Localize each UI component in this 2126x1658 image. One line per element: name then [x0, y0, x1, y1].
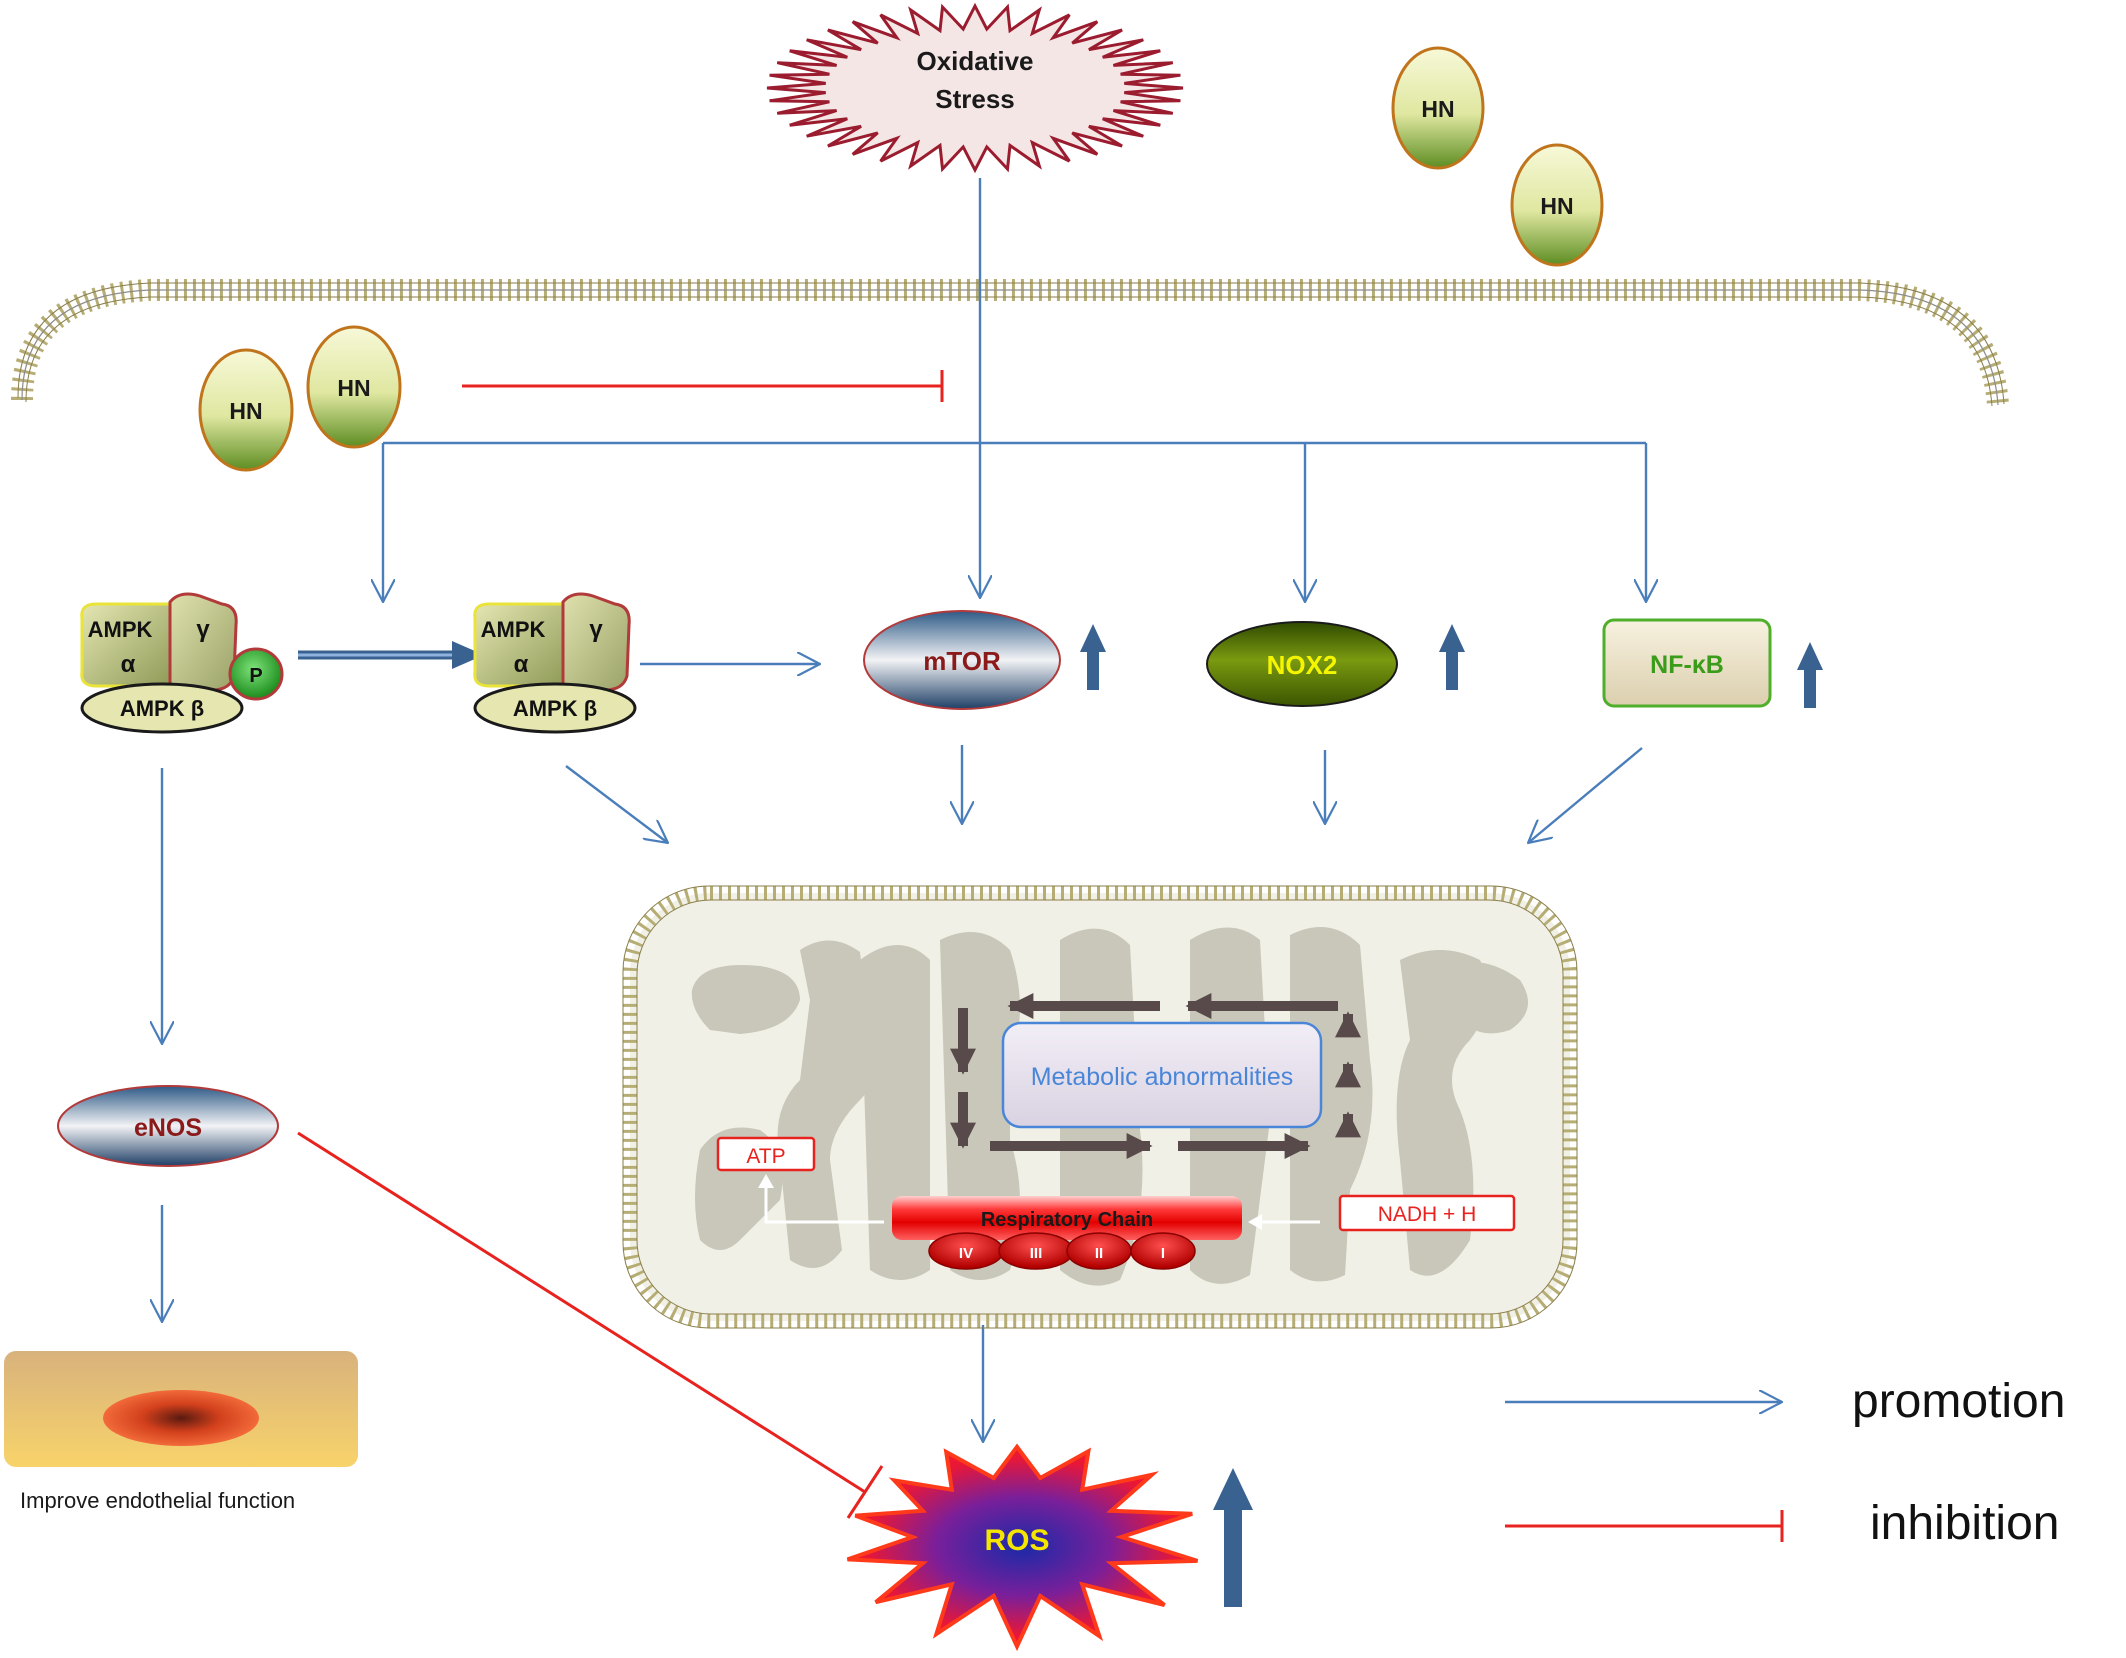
mtor-node: mTOR — [863, 610, 1061, 710]
metabolic-cycle-arrows — [950, 993, 1361, 1159]
up-arrow-mtor — [1080, 624, 1106, 690]
nfkb-node: NF-κB — [1602, 618, 1772, 708]
legend-inhibition-label: inhibition — [1870, 1497, 2059, 1550]
legend-promotion: promotion — [1505, 1375, 2065, 1428]
complex-iii: III — [998, 1232, 1074, 1270]
svg-text:α: α — [514, 651, 529, 678]
svg-text:HN: HN — [1540, 193, 1573, 219]
enos-node: eNOS — [57, 1085, 279, 1167]
metabolic-label: Metabolic abnormalities — [1031, 1063, 1294, 1091]
oxidative-stress-burst: Oxidative Stress — [766, 2, 1184, 174]
up-arrow-nfkb — [1797, 642, 1823, 708]
svg-text:P: P — [249, 665, 262, 687]
endothelial-cell — [4, 1351, 358, 1467]
upregulation-arrows — [1080, 624, 1823, 1607]
nox2-node: NOX2 — [1206, 621, 1398, 707]
atp-box — [716, 1136, 816, 1172]
nadh-box — [1338, 1194, 1516, 1232]
legend: promotion inhibition — [1505, 1375, 2065, 1550]
ros-burst: ROS — [846, 1443, 1199, 1652]
oxidative-stress-label-1: Oxidative — [916, 46, 1033, 76]
hn-inhibition-arrow — [462, 370, 944, 402]
nucleus — [103, 1390, 259, 1446]
arrow-nfkb-to-mito — [1528, 747, 1643, 843]
svg-text:AMPK: AMPK — [481, 617, 546, 642]
svg-text:mTOR: mTOR — [923, 646, 1001, 676]
svg-text:HN: HN — [337, 375, 370, 401]
hn-peptide-inside-2: HN — [306, 325, 402, 449]
respiratory-chain-label: Respiratory Chain — [981, 1209, 1153, 1231]
arrow-ampk-to-mito — [565, 765, 668, 843]
ampk-complex-phosphorylated: AMPK α γ AMPK β P — [80, 592, 284, 734]
hn-peptide-outside-2: HN — [1510, 143, 1604, 267]
ros-label: ROS — [984, 1524, 1049, 1557]
promotion-arrows — [162, 178, 1646, 1442]
improve-endothelial-label: Improve endothelial function — [20, 1488, 295, 1513]
svg-text:α: α — [121, 651, 136, 678]
ampk-dephospho-arrow — [298, 641, 484, 669]
svg-text:II: II — [1095, 1245, 1103, 1262]
atp-label: ATP — [746, 1145, 785, 1168]
complex-i: I — [1130, 1232, 1196, 1270]
metabolic-box — [1001, 1021, 1323, 1129]
svg-text:IV: IV — [959, 1245, 973, 1262]
svg-text:AMPK β: AMPK β — [513, 696, 597, 721]
legend-inhibition: inhibition — [1505, 1497, 2059, 1550]
up-arrow-nox2 — [1439, 624, 1465, 690]
svg-text:HN: HN — [1421, 96, 1454, 122]
cell-membrane — [11, 279, 2009, 407]
oxidative-stress-label-2: Stress — [935, 84, 1015, 114]
ampk-complex: AMPK α γ AMPK β — [473, 592, 637, 734]
svg-text:AMPK: AMPK — [88, 617, 153, 642]
mitochondrion: Metabolic abnormalities ATP NADH + H Res… — [622, 885, 1578, 1329]
complex-ii: II — [1066, 1232, 1132, 1270]
svg-text:γ: γ — [196, 616, 210, 643]
svg-text:γ: γ — [589, 616, 603, 643]
svg-text:III: III — [1030, 1245, 1043, 1262]
svg-text:HN: HN — [229, 398, 262, 424]
svg-text:I: I — [1161, 1245, 1165, 1262]
legend-promotion-label: promotion — [1852, 1375, 2065, 1428]
respiratory-chain-bar — [892, 1196, 1242, 1240]
svg-text:NOX2: NOX2 — [1267, 650, 1338, 680]
svg-text:NF-κB: NF-κB — [1650, 651, 1724, 679]
complex-iv: IV — [928, 1232, 1004, 1270]
svg-text:eNOS: eNOS — [134, 1114, 202, 1142]
nadh-label: NADH + H — [1378, 1203, 1477, 1226]
svg-text:AMPK β: AMPK β — [120, 696, 204, 721]
phosphate-group — [228, 647, 284, 701]
up-arrow-ros — [1213, 1468, 1253, 1607]
hn-peptide-inside-1: HN — [198, 348, 294, 472]
enos-inhibition-arrow — [297, 1131, 884, 1519]
hn-peptide-outside-1: HN — [1391, 46, 1485, 170]
